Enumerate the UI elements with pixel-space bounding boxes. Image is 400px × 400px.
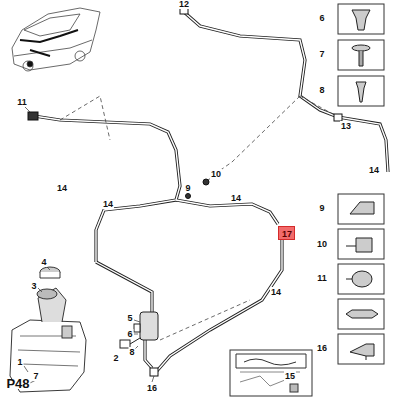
callout-number: 16 bbox=[146, 383, 158, 393]
routing-dashes bbox=[60, 96, 340, 340]
callout-number: 14 bbox=[368, 165, 380, 175]
highlighted-callout: 17 bbox=[278, 226, 295, 240]
callout-number: 11 bbox=[16, 97, 28, 107]
callout-number: 8 bbox=[318, 85, 325, 95]
callout-number: 12 bbox=[178, 0, 190, 9]
callout-number: 17 bbox=[282, 229, 291, 239]
washer-hoses bbox=[34, 12, 388, 372]
washer-reservoir bbox=[10, 267, 86, 392]
callout-number: 14 bbox=[230, 193, 242, 203]
callout-number: 10 bbox=[210, 169, 222, 179]
callout-number: 2 bbox=[112, 353, 119, 363]
callout-number: 8 bbox=[128, 347, 135, 357]
callout-number: 7 bbox=[318, 49, 325, 59]
legend-box bbox=[230, 350, 312, 396]
callout-number: P48 bbox=[5, 379, 30, 389]
callout-number: 5 bbox=[126, 313, 133, 323]
callout-number: 10 bbox=[316, 239, 328, 249]
callout-number: 14 bbox=[270, 287, 282, 297]
callout-number: 16 bbox=[316, 343, 328, 353]
callout-number: 7 bbox=[32, 371, 39, 381]
part-icons bbox=[346, 10, 378, 360]
callout-number: 4 bbox=[40, 257, 47, 267]
callout-number: 13 bbox=[340, 121, 352, 131]
callout-number: 6 bbox=[126, 329, 133, 339]
car-thumbnail bbox=[12, 8, 100, 71]
leader-lines bbox=[24, 106, 214, 386]
callout-number: 3 bbox=[30, 281, 37, 291]
hose-fittings bbox=[28, 6, 342, 376]
callout-number: 1 bbox=[16, 357, 23, 367]
callout-number: 9 bbox=[184, 183, 191, 193]
callout-number: 11 bbox=[316, 273, 328, 283]
callout-number: 14 bbox=[102, 199, 114, 209]
callout-number: 9 bbox=[318, 203, 325, 213]
part-icon-boxes bbox=[338, 4, 384, 364]
callout-number: 6 bbox=[318, 13, 325, 23]
callout-number: 15 bbox=[284, 371, 296, 381]
callout-number: 14 bbox=[56, 183, 68, 193]
washer-pump bbox=[120, 312, 158, 348]
